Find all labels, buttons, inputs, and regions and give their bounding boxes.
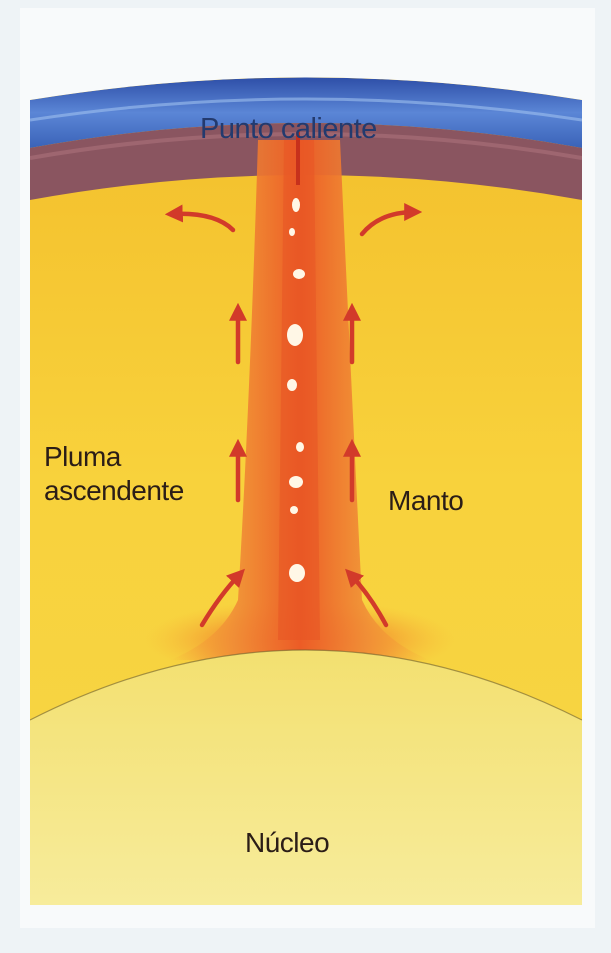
- core-layer: [30, 650, 582, 910]
- label-plume: Pluma ascendente: [44, 440, 184, 508]
- label-plume-line2: ascendente: [44, 474, 184, 508]
- label-hotspot: Punto caliente: [200, 112, 377, 146]
- label-mantle: Manto: [388, 484, 463, 518]
- label-plume-line1: Pluma: [44, 440, 184, 474]
- label-core: Núcleo: [245, 826, 329, 860]
